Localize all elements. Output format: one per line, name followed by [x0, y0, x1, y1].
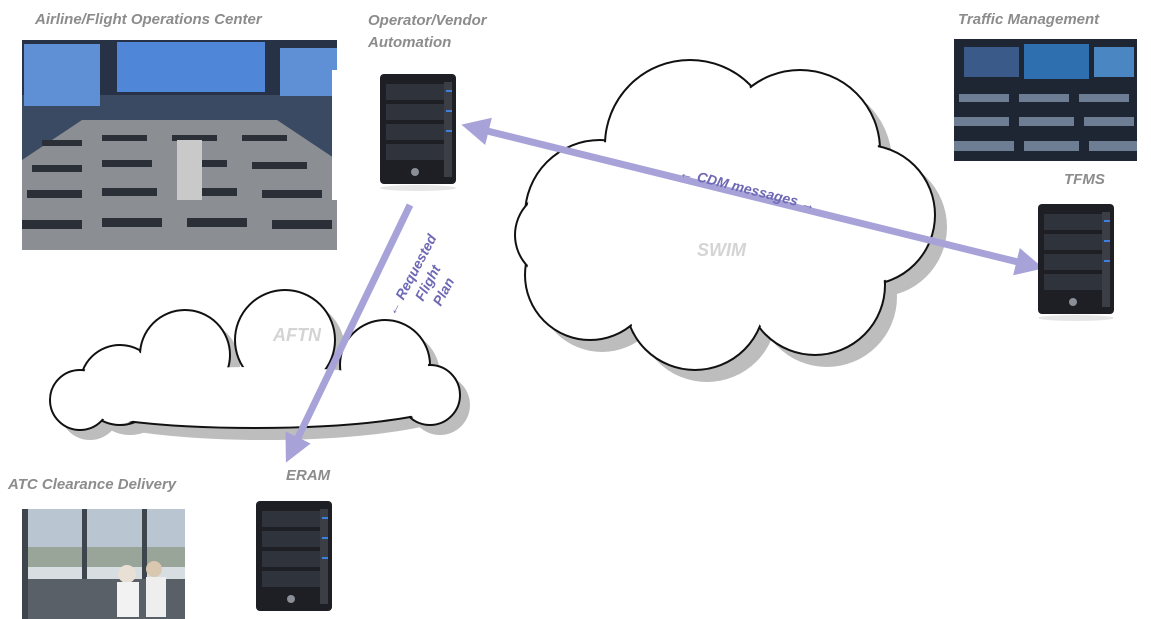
- operator-label-line-2: Automation: [368, 34, 452, 51]
- aftn-label: AFTN: [273, 325, 321, 345]
- traffic-management-photo: [954, 39, 1137, 161]
- operations-center-photo: [22, 40, 337, 250]
- atc-clearance-label: ATC Clearance Delivery: [8, 476, 177, 493]
- eram-server-icon: [256, 501, 332, 611]
- airline-ops-label: Airline/Flight Operations Center: [35, 11, 262, 28]
- traffic-management-label: Traffic Management: [958, 11, 1100, 28]
- cdm-arrow: [461, 117, 1044, 276]
- tfms-label: TFMS: [1064, 171, 1105, 188]
- tfms-server-icon: [1038, 204, 1114, 321]
- flight-plan-arrow: [285, 203, 414, 463]
- swim-label: SWIM: [697, 240, 746, 260]
- control-tower-photo: [22, 509, 185, 619]
- eram-label: ERAM: [286, 467, 331, 484]
- operator-label-line-1: Operator/Vendor: [368, 12, 487, 29]
- operator-server-icon: [380, 74, 456, 191]
